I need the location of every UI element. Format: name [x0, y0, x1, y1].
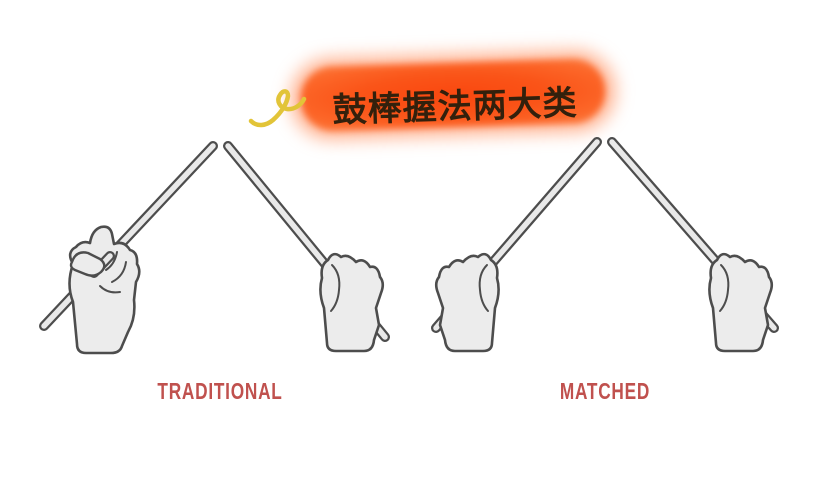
traditional-grip-figure — [39, 141, 390, 355]
traditional-label: TRADITIONAL — [157, 378, 283, 404]
yellow-squiggle-icon — [248, 89, 307, 128]
matched-grip-figure — [431, 137, 779, 353]
right-hand-overhand-grip — [319, 252, 385, 353]
matched-label: MATCHED — [559, 378, 651, 404]
left-hand-overhand-grip — [434, 252, 500, 353]
left-hand-traditional-grip — [68, 225, 141, 355]
right-hand-overhand-grip — [708, 252, 774, 353]
page-title: 鼓棒握法两大类 — [332, 83, 579, 131]
